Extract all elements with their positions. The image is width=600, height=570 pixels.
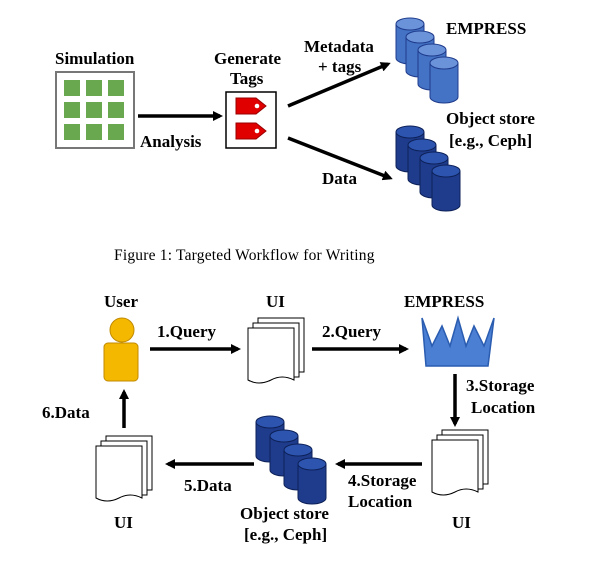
ui-right-label: UI bbox=[452, 513, 471, 532]
step6-label: 6.Data bbox=[42, 403, 90, 422]
simulation-grid-icon bbox=[55, 71, 135, 149]
ui-top-document-icon bbox=[247, 317, 305, 384]
figure1-caption: Figure 1: Targeted Workflow for Writing bbox=[114, 247, 375, 264]
data-label: Data bbox=[322, 169, 357, 188]
object-store-label: Object store bbox=[446, 109, 535, 128]
step4-label: 4.Storage bbox=[348, 471, 417, 490]
figure2: User 1.Query UI 2.Query EMPRESS 3.Storag… bbox=[42, 292, 536, 544]
metadata-label: Metadata bbox=[304, 37, 374, 56]
ui-left-label: UI bbox=[114, 513, 133, 532]
object-store-example-label-2: [e.g., Ceph] bbox=[244, 525, 327, 544]
metadata-arrow bbox=[287, 62, 391, 108]
object-store-label-2: Object store bbox=[240, 504, 329, 523]
generate-label: Generate bbox=[214, 49, 281, 68]
object-store-database-icon-2 bbox=[255, 415, 327, 505]
step3-label: 3.Storage bbox=[466, 376, 535, 395]
step5-label: 5.Data bbox=[184, 476, 232, 495]
ui-right-document-icon bbox=[431, 429, 489, 496]
step2-label: 2.Query bbox=[322, 322, 382, 341]
ui-top-label: UI bbox=[266, 292, 285, 311]
empress-label-2: EMPRESS bbox=[404, 292, 484, 311]
empress-label: EMPRESS bbox=[446, 19, 526, 38]
ui-left-document-icon bbox=[95, 435, 153, 502]
metadata-tags-label: + tags bbox=[318, 57, 362, 76]
tags-label: Tags bbox=[230, 69, 264, 88]
user-icon bbox=[103, 317, 139, 382]
object-store-example-label: [e.g., Ceph] bbox=[449, 131, 532, 150]
step1-label: 1.Query bbox=[157, 322, 217, 341]
step3-location-label: Location bbox=[471, 398, 536, 417]
user-label: User bbox=[104, 292, 138, 311]
data-arrow bbox=[287, 136, 393, 181]
figure1: Simulation Analysis Generate Tags Metada… bbox=[55, 17, 535, 264]
simulation-label: Simulation bbox=[55, 49, 135, 68]
analysis-label: Analysis bbox=[140, 132, 202, 151]
empress-crown-icon bbox=[421, 315, 495, 367]
step4-location-label: Location bbox=[348, 492, 413, 511]
tags-icon bbox=[225, 91, 277, 149]
